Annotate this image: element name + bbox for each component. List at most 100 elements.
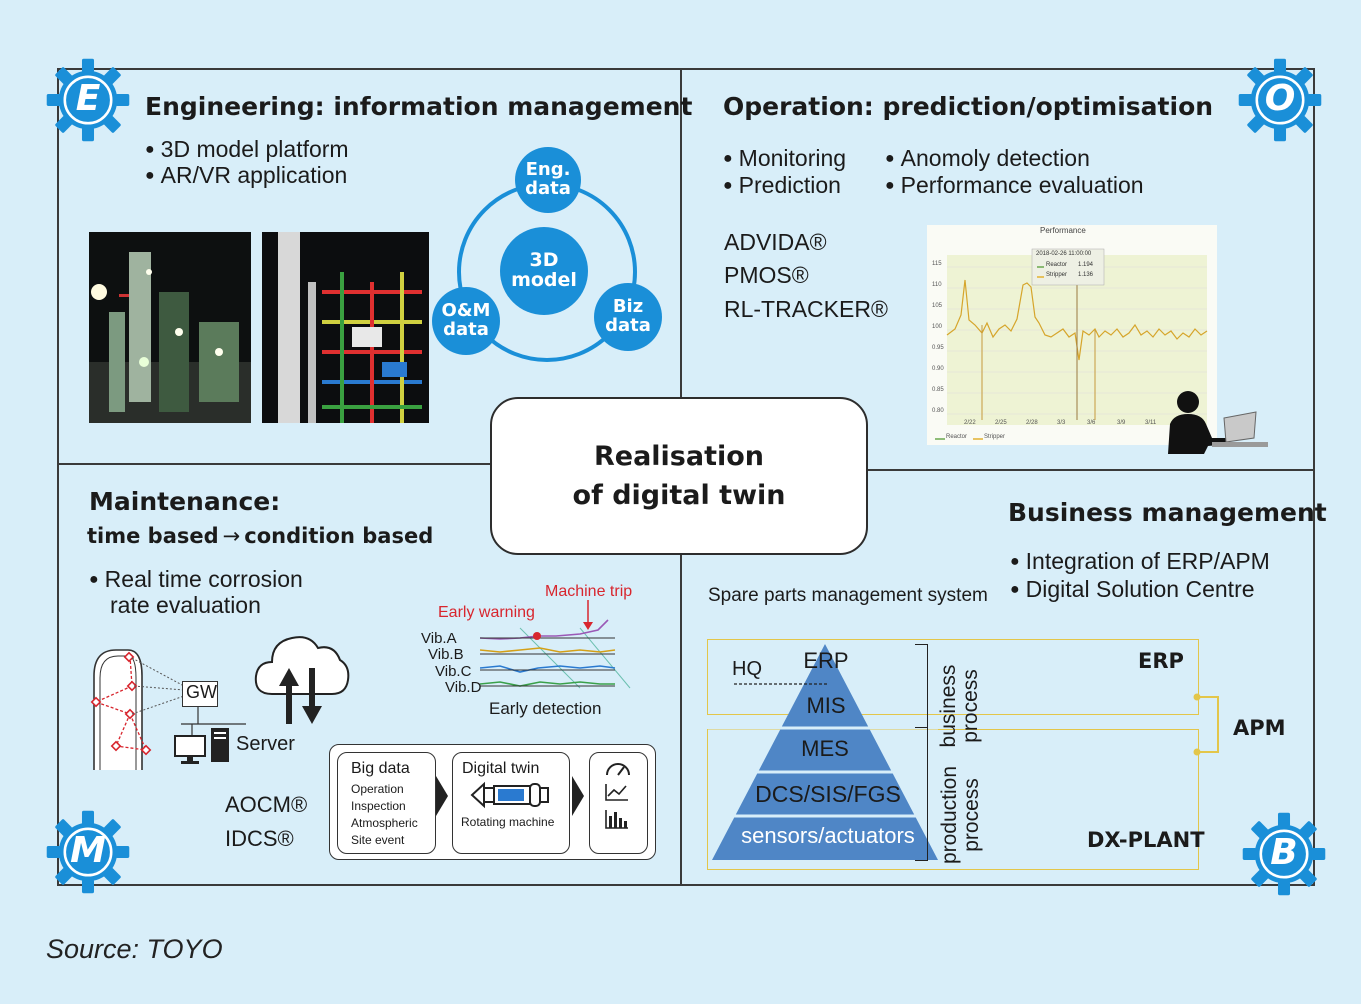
person-at-laptop-icon [1168,391,1268,454]
gear-letter-m: M [70,830,106,871]
big-data-item-1: Operation [351,782,404,796]
big-data-box [337,752,436,854]
center-line-2: of digital twin [572,480,786,511]
operation-title: Operation: prediction/optimisation [723,92,1214,121]
business-title: Business management [1008,498,1327,527]
gear-icon-engineering [46,58,130,142]
vessel-sensor-diagram [90,649,246,770]
chart-ytick-7: 0.85 [932,387,944,393]
plant-photo-night [89,232,251,423]
big-data-title: Big data [351,760,410,777]
maintenance-subtitle: time based→condition based [87,524,433,548]
source-caption: Source: TOYO [46,934,223,964]
spare-parts-label: Spare parts management system [708,585,988,606]
plant-3d-model-image [262,232,429,423]
production-process-line-2: process [960,778,983,852]
chart-ytick-6: 0.90 [932,366,944,372]
circle-om-data: O&M data [432,287,500,355]
product-aocm: AOCM® [225,792,308,817]
production-process-line-1: production [938,765,961,865]
flow-arrow-icon-1 [436,776,448,816]
maintenance-bullet: Real time corrosion [89,566,303,593]
early-detection-label: Early detection [489,699,602,718]
business-bullet-2: Digital Solution Centre [1010,576,1255,603]
dxplant-label: DX-PLANT [1087,828,1205,852]
performance-chart [935,248,1208,440]
gateway-box [182,681,218,707]
product-advida: ADVIDA® [724,229,827,255]
engineering-bullet-1: 3D model platform [145,136,349,163]
production-process-label: production process [938,745,983,885]
engineering-bullet-2: AR/VR application [145,162,348,189]
digital-twin-title: Digital twin [462,760,540,777]
chart-xtick-3: 2/28 [1026,420,1038,426]
operation-bullet-anomaly: Anomoly detection [885,145,1090,172]
performance-chart-title: Performance [1040,226,1086,235]
hq-label: HQ [732,658,762,680]
pyramid-dcs: DCS/SIS/FGS [755,781,901,807]
apm-label: APM [1233,716,1286,740]
product-idcs: IDCS® [225,826,294,851]
business-process-label: business process [937,661,982,751]
frame-bottom [57,884,1315,886]
frame-vertical-divider-top [680,68,682,398]
server-label: Server [236,733,295,755]
chart-ytick-4: 100 [932,324,943,330]
maintenance-bullet-line-2: rate evaluation [110,592,261,618]
circle-biz-data: Biz data [594,283,662,351]
chart-xtick-4: 3/3 [1057,420,1066,426]
chart-ytick-1: 115 [932,261,942,267]
machine-trip-label: Machine trip [545,583,633,600]
gauge-icon [606,763,630,776]
chart-tooltip-date: 2018-02-26 11:00:00 [1036,251,1092,257]
chart-tooltip-stripper-value: 1.136 [1078,272,1094,278]
chart-ytick-8: 0.80 [932,408,944,414]
operation-bullet-monitoring: Monitoring [723,145,846,172]
chart-legend-reactor: Reactor [946,434,968,440]
vib-d-label: Vib.D [445,679,482,696]
gear-letter-e: E [75,78,101,119]
maintenance-title: Maintenance: [89,487,281,516]
erp-box-label: ERP [1138,649,1184,673]
early-warning-label: Early warning [438,604,535,621]
pyramid-sensors: sensors/actuators [741,823,915,848]
vib-a-label: Vib.A [421,630,457,647]
chart-xtick-6: 3/9 [1117,420,1126,426]
cloud-upload-download-icon [254,636,350,724]
bar-chart-icon [605,810,628,829]
operation-bullet-prediction: Prediction [723,172,841,199]
maintenance-subtitle-arrow: → [222,524,241,548]
gear-letter-b: B [1270,832,1298,873]
business-process-line-2: process [959,669,982,743]
maintenance-subtitle-time-based: time based [87,524,219,548]
chart-tooltip-stripper-label: Stripper [1046,272,1068,278]
chart-tooltip-reactor-value: 1.194 [1078,262,1094,268]
center-line-1: Realisation [593,441,765,472]
business-process-line-1: business [937,664,960,748]
gear-icon-business [1242,812,1326,896]
product-pmos: PMOS® [724,262,809,288]
pyramid-erp: ERP [803,648,849,673]
chart-tooltip-reactor-label: Reactor [1046,262,1068,268]
big-data-item-3: Atmospheric [351,816,418,830]
gear-letter-o: O [1264,78,1296,119]
big-data-item-2: Inspection [351,799,406,813]
pyramid-mes: MES [801,736,849,761]
line-chart-icon [605,784,628,801]
frame-vertical-divider-bottom [680,550,682,886]
operation-bullet-performance: Performance evaluation [885,172,1144,199]
server-computer-icon [174,728,229,764]
chart-xtick-7: 3/11 [1145,420,1157,426]
pyramid-diagram [708,644,938,860]
big-data-item-4: Site event [351,833,405,847]
pyramid-mis: MIS [806,693,846,718]
vib-b-label: Vib.B [428,646,464,663]
gateway-label: GW [186,682,217,702]
chart-ytick-3: 105 [932,303,943,309]
erp-yellow-box [707,639,1199,715]
circle-eng-data: Eng. data [515,147,581,213]
vib-c-label: Vib.C [435,663,472,680]
engineering-title: Engineering: information management [145,92,693,121]
circle-3d-model: 3D model [500,227,588,315]
chart-legend-stripper: Stripper [984,434,1006,440]
